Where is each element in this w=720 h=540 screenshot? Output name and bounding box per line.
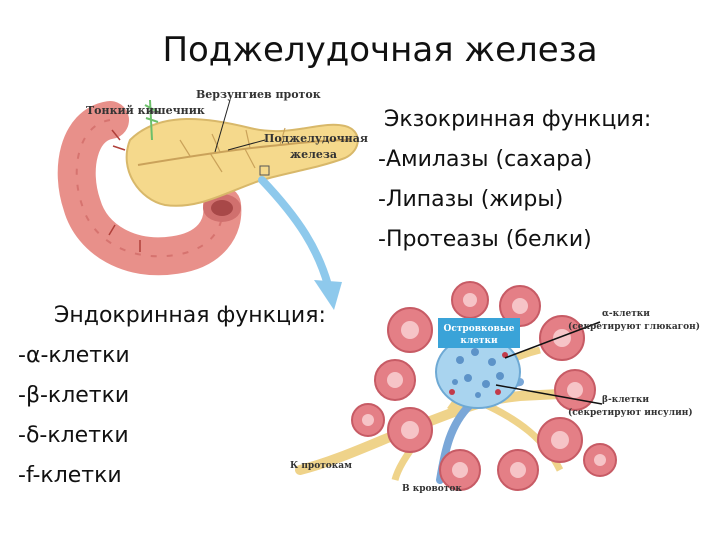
gland-label-line2: железа (290, 148, 337, 161)
to-ducts-label: К протокам (290, 461, 352, 471)
small-intestine-label: Тонкий кишечник (86, 104, 205, 117)
gland-label-line1: Поджелудочная (264, 132, 368, 145)
exocrine-item: -Липазы (жиры) (378, 187, 564, 212)
exocrine-block: Экзокринная функция: -Амилазы (сахара) -… (378, 100, 651, 260)
alpha-cells-label: α-клетки (602, 309, 650, 319)
endocrine-item: -β-клетки (18, 383, 130, 408)
exocrine-heading: Экзокринная функция: (384, 107, 652, 132)
pancreatic-duct (137, 139, 351, 166)
beta-cells-note: (секретируют инсулин) (568, 407, 693, 418)
exocrine-item: -Амилазы (сахара) (378, 147, 593, 172)
endocrine-block: Эндокринная функция: -α-клетки -β-клетки… (18, 296, 326, 496)
endocrine-item: -α-клетки (18, 343, 130, 368)
islet-label-line1: Островковые (444, 324, 515, 334)
duct-label: Верзунгиев проток (196, 88, 321, 101)
endocrine-heading: Эндокринная функция: (54, 303, 326, 328)
endocrine-item: -δ-клетки (18, 423, 129, 448)
beta-cells-label: β-клетки (602, 395, 649, 405)
islet-diagram: Островковые клетки α-клетки (секретируют… (290, 281, 700, 494)
endocrine-item: -f-клетки (18, 463, 122, 488)
exocrine-item: -Протеазы (белки) (378, 227, 592, 252)
small-intestine-shape (57, 101, 242, 276)
alpha-cells-note: (секретируют глюкагон) (568, 321, 700, 332)
zoom-arrow (258, 176, 342, 310)
islet-label-line2: клетки (460, 336, 498, 346)
page-title: Поджелудочная железа (162, 30, 598, 70)
pancreas-shape (125, 118, 359, 207)
to-blood-label: В кровоток (402, 484, 462, 494)
pancreas-diagram: Верзунгиев проток Тонкий кишечник Поджел… (57, 88, 368, 276)
